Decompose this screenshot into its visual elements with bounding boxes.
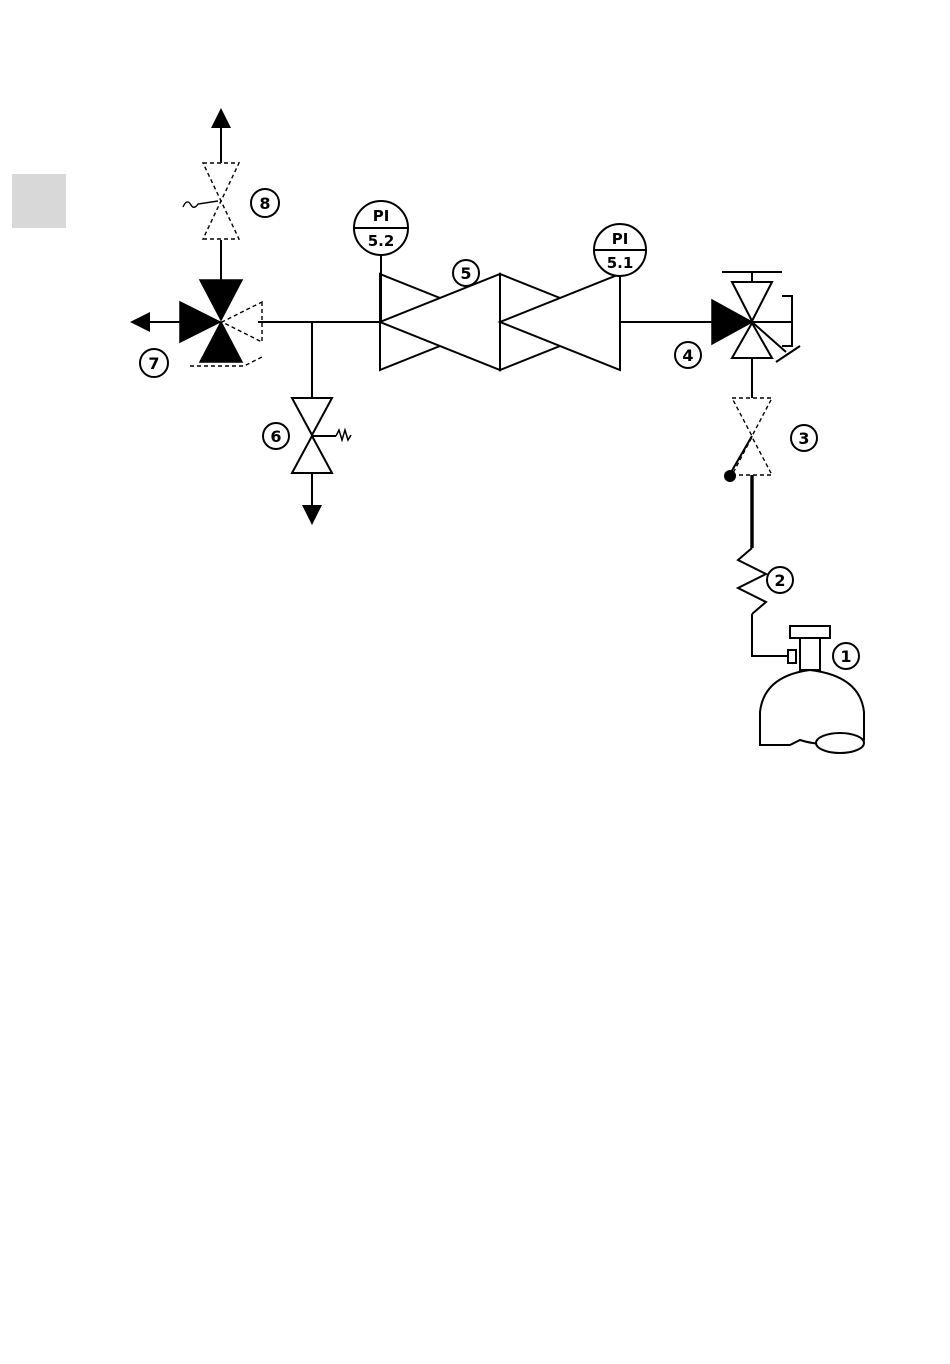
relief-valve-6 [292, 322, 351, 515]
pressure-gauge-5-2: PI 5.2 [354, 201, 408, 255]
callout-2: 2 [767, 567, 793, 593]
gauge-5-1-bottom: 5.1 [607, 254, 634, 272]
gauge-5-2-top: PI [373, 207, 390, 225]
callout-3: 3 [791, 425, 817, 451]
vent-valve-8 [183, 118, 239, 280]
svg-text:1: 1 [840, 647, 851, 666]
callout-1: 1 [833, 643, 859, 669]
callout-7: 7 [140, 349, 168, 377]
check-valve-3 [724, 398, 772, 482]
svg-text:5: 5 [460, 264, 471, 283]
svg-text:7: 7 [148, 354, 159, 373]
callout-5: 5 [453, 260, 479, 286]
svg-text:8: 8 [259, 194, 270, 213]
callout-6: 6 [263, 423, 289, 449]
pressure-gauge-5-1: PI 5.1 [594, 224, 646, 276]
gauge-5-1-top: PI [612, 230, 629, 248]
svg-text:3: 3 [798, 429, 809, 448]
pressure-regulator-5 [380, 274, 620, 370]
gauge-5-2-bottom: 5.2 [368, 232, 395, 250]
svg-text:4: 4 [682, 346, 693, 365]
flexible-hose-2 [738, 548, 790, 656]
svg-text:2: 2 [774, 571, 785, 590]
svg-text:6: 6 [270, 427, 281, 446]
three-way-valve-4 [712, 272, 800, 362]
callout-4: 4 [675, 342, 701, 368]
callout-8: 8 [251, 189, 279, 217]
